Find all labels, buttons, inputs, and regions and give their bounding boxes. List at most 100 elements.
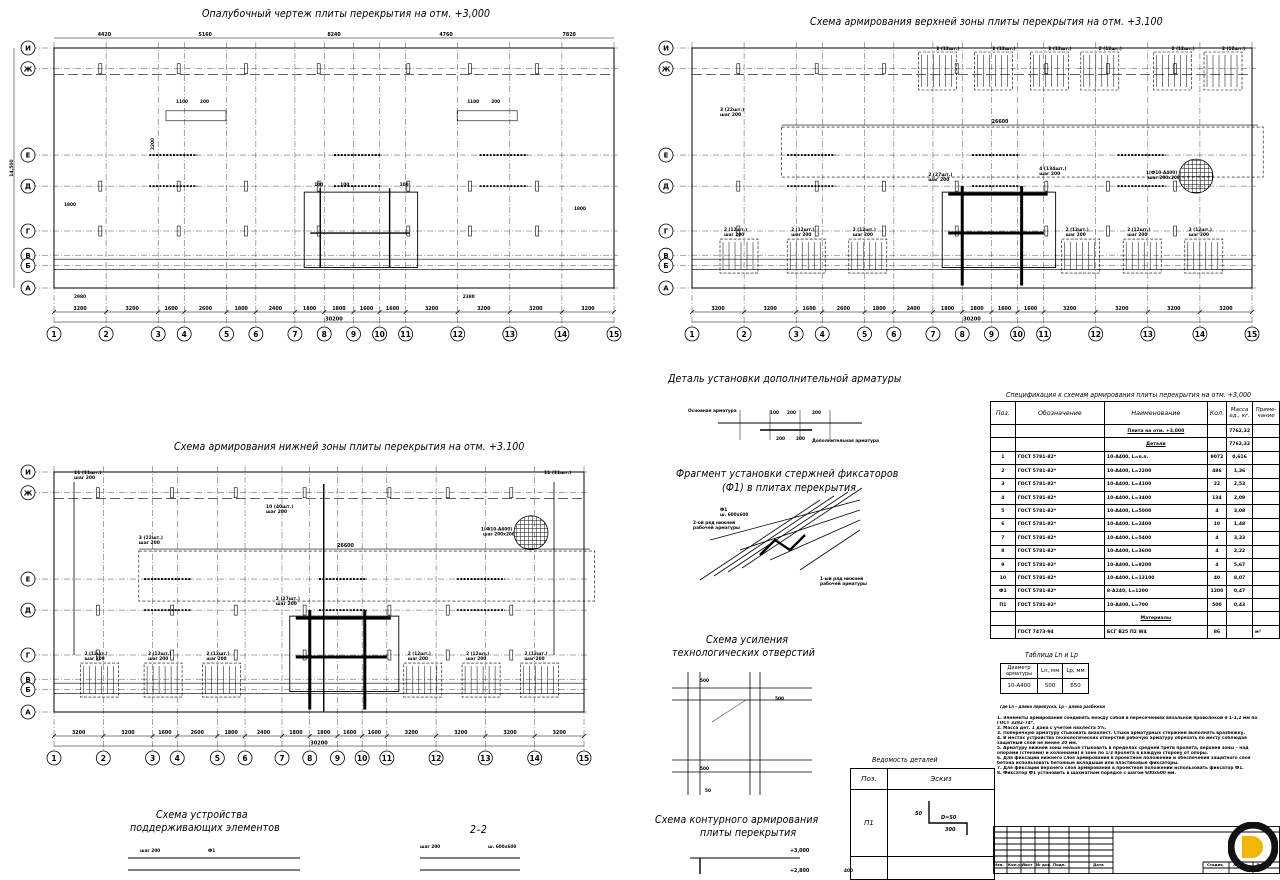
spec-cell bbox=[1252, 464, 1280, 479]
label-bar-2: 2 (12шт.) bbox=[524, 651, 547, 657]
note-line: 3. Поперечную арматуру стыковать внахлес… bbox=[997, 731, 1246, 736]
label-frag-r2: рабочей арматуры bbox=[820, 580, 867, 587]
p1-dim-50: 50 bbox=[915, 811, 922, 817]
spec-cell bbox=[1252, 598, 1280, 613]
brand-logo-icon bbox=[1228, 822, 1278, 872]
axis-bubble bbox=[46, 750, 62, 766]
dim-tick bbox=[989, 309, 994, 315]
label-step: шаг 200 bbox=[720, 112, 741, 118]
column-mark bbox=[302, 649, 307, 661]
label-step: шаг 200 bbox=[420, 844, 440, 850]
spec-cell: 0,47 bbox=[1226, 584, 1254, 600]
stamp-date: Дата bbox=[1093, 862, 1104, 867]
dim-tick bbox=[891, 309, 897, 315]
spec-cell: ГОСТ 5781-82* bbox=[1014, 477, 1105, 492]
axis-label: Д bbox=[25, 607, 31, 615]
spec-cell bbox=[1252, 584, 1280, 600]
spec-cell: 4 bbox=[1206, 531, 1228, 546]
axis-bubble bbox=[1010, 326, 1025, 342]
dim-span: 1800 bbox=[970, 306, 984, 312]
spec-cell: 10-А400, L=3600 bbox=[1103, 544, 1208, 559]
label-main-rebar: Основная арматура bbox=[688, 408, 737, 414]
axis-bubble bbox=[1140, 326, 1156, 342]
dim-tick bbox=[455, 309, 461, 315]
axis-label: 3 bbox=[150, 754, 155, 763]
dim-span: 1600 bbox=[165, 306, 179, 312]
axis-bubble bbox=[316, 326, 332, 342]
axis-label: Д bbox=[25, 183, 31, 191]
axis-bubble bbox=[925, 326, 941, 342]
dim-tick bbox=[1145, 309, 1151, 315]
column-mark bbox=[509, 487, 514, 499]
spec-cell: 10-А400, L=3400 bbox=[1103, 490, 1208, 506]
axis-bubble bbox=[502, 326, 518, 342]
spec-cell: 10-А400, L=700 bbox=[1103, 598, 1208, 613]
opening-frame bbox=[289, 615, 400, 693]
additional-zone bbox=[1061, 238, 1100, 274]
label-step: шаг 200 bbox=[524, 656, 544, 662]
spec-h-qty: Кол. bbox=[1206, 401, 1228, 425]
axis-bubble bbox=[20, 223, 36, 239]
spec-cell bbox=[1252, 490, 1280, 506]
dim-span: 3200 bbox=[1167, 306, 1181, 312]
axis-label: 9 bbox=[351, 330, 356, 339]
dim-tick bbox=[351, 309, 356, 315]
spec-h-note: Приме- чание bbox=[1252, 401, 1280, 425]
axis-label: 1 bbox=[689, 330, 694, 339]
axis-bubble bbox=[20, 602, 36, 618]
label-bar-11: 11 (11шт.) bbox=[544, 470, 571, 476]
column-mark bbox=[535, 225, 539, 237]
additional-zone bbox=[786, 238, 826, 274]
column-mark bbox=[406, 225, 411, 237]
lp-row: 10-А400 500 650 bbox=[1000, 678, 1089, 694]
label-step: шаг 200 bbox=[266, 509, 287, 515]
axis-label: 13 bbox=[505, 330, 515, 339]
dim-tick bbox=[224, 309, 229, 315]
spec-cell: 86 bbox=[1206, 624, 1228, 640]
axis-label: Б bbox=[25, 686, 30, 694]
column-mark bbox=[468, 225, 472, 237]
column-mark bbox=[302, 604, 307, 616]
note-line: 5. Арматуру нижней зоны нельзя стыковать… bbox=[997, 746, 1249, 751]
bar-zone bbox=[138, 550, 595, 602]
column-mark bbox=[96, 487, 100, 499]
dim-span: 3200 bbox=[73, 306, 87, 312]
axis-label: И bbox=[663, 45, 669, 53]
dim-span: 2400 bbox=[257, 730, 271, 736]
title-bottom-reinforcement: Схема армирования нижней зоны плиты пере… bbox=[174, 441, 525, 453]
spec-cell: ГОСТ 5781-82* bbox=[1014, 544, 1105, 559]
label-bar-2: 2 (12шт.) bbox=[1099, 46, 1122, 52]
spec-cell: 40 bbox=[1206, 571, 1228, 586]
axis-label: Г bbox=[26, 228, 31, 236]
axis-bubble bbox=[302, 750, 318, 766]
spec-cell: 6 bbox=[990, 517, 1016, 533]
dim: 200 bbox=[812, 410, 821, 416]
column-mark bbox=[509, 649, 514, 661]
axis-bubble bbox=[450, 326, 466, 342]
axis-label: И bbox=[25, 45, 31, 53]
column-mark bbox=[387, 649, 392, 661]
column-mark bbox=[954, 180, 959, 192]
column-mark bbox=[1173, 225, 1177, 237]
dim: 100 bbox=[314, 182, 323, 188]
dim-span: 1800 bbox=[225, 730, 239, 736]
axis-bubble bbox=[20, 485, 36, 501]
label-step: шаг 200 bbox=[853, 232, 873, 238]
spec-cell: 3 bbox=[990, 477, 1016, 492]
rebar bbox=[799, 529, 861, 571]
dim-span: 1800 bbox=[235, 306, 249, 312]
dim-span: 1800 bbox=[303, 306, 317, 312]
axis-bubble bbox=[477, 750, 493, 766]
label-phi1-step: ш. 600х600 bbox=[488, 844, 516, 850]
details-sketch-p1: 50 D=50 300 bbox=[887, 789, 995, 857]
label-mesh: 1(Ф10-А400) bbox=[481, 527, 512, 533]
axis-label: Г bbox=[664, 228, 669, 236]
spec-cell bbox=[1252, 571, 1280, 586]
axis-label: 2 bbox=[741, 330, 746, 339]
additional-zone bbox=[403, 662, 443, 698]
dim: 500 bbox=[700, 766, 709, 772]
